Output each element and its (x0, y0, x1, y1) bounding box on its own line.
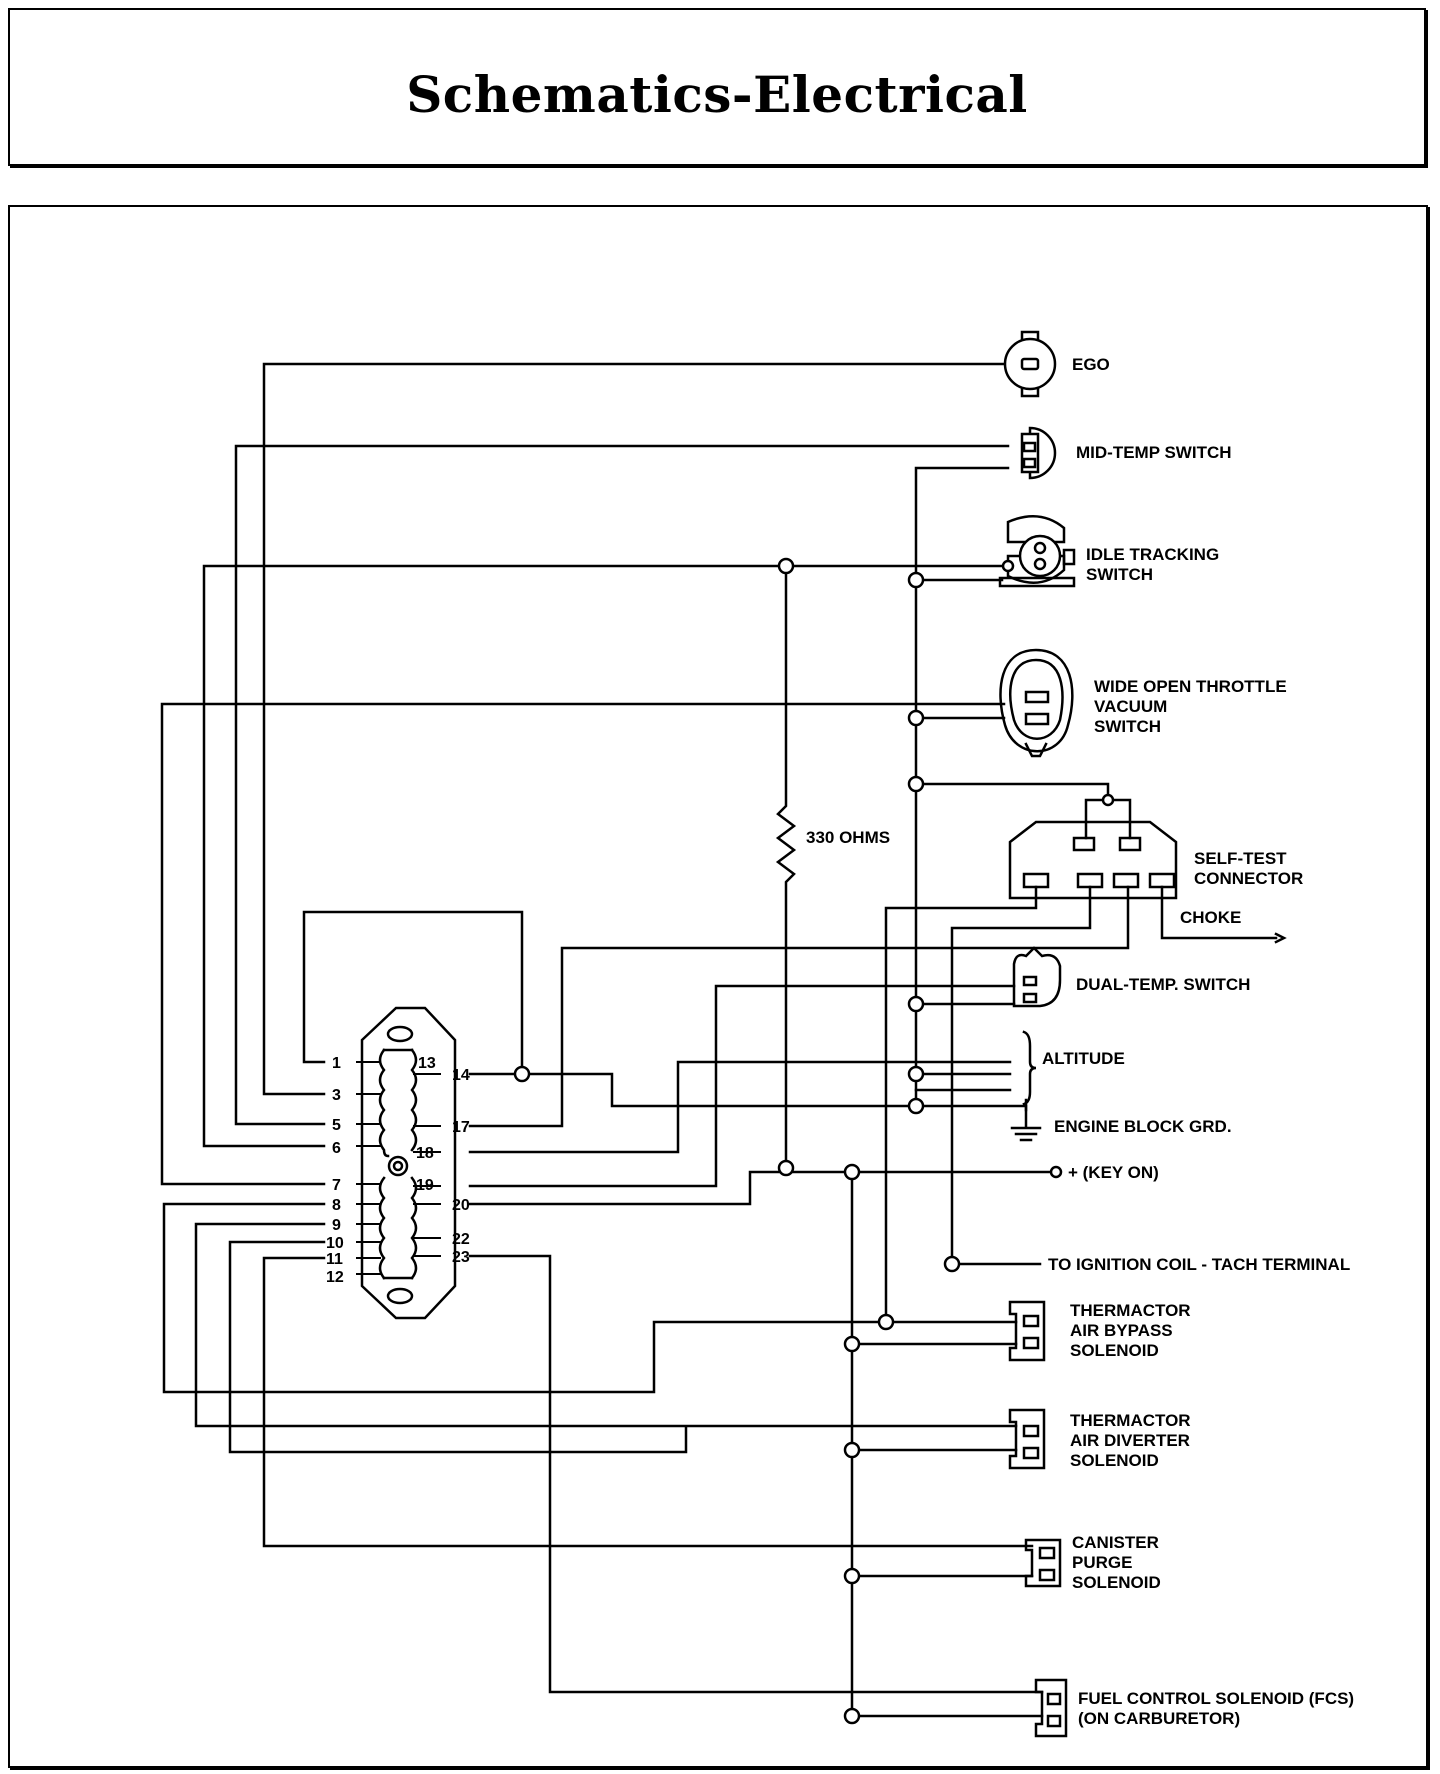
pin-8: 8 (332, 1197, 341, 1214)
air-diverter-solenoid (1008, 1408, 1046, 1470)
page-title: Schematics-Electrical (406, 65, 1028, 124)
label-key-on: + (KEY ON) (1068, 1163, 1159, 1182)
label-bypass-3: SOLENOID (1070, 1341, 1159, 1360)
label-idle-tracking-1: IDLE TRACKING (1086, 545, 1219, 564)
label-mid-temp: MID-TEMP SWITCH (1076, 443, 1232, 462)
pin-13: 13 (418, 1055, 436, 1072)
pin-5: 5 (332, 1117, 341, 1134)
label-self-test-1: SELF-TEST (1194, 849, 1287, 868)
title-box: Schematics-Electrical (8, 8, 1426, 166)
label-choke: CHOKE (1180, 908, 1241, 927)
ground-symbol (1010, 1098, 1042, 1142)
pin-9: 9 (332, 1217, 341, 1234)
label-fcs-2: (ON CARBURETOR) (1078, 1709, 1240, 1728)
label-canister-1: CANISTER (1072, 1533, 1159, 1552)
pin-14: 14 (452, 1067, 470, 1084)
pin-12: 12 (326, 1269, 344, 1286)
pin-20: 20 (452, 1197, 470, 1214)
pin-10: 10 (326, 1235, 344, 1252)
pin-7: 7 (332, 1177, 341, 1194)
junctions (513, 557, 1115, 1725)
label-idle-tracking-2: SWITCH (1086, 565, 1153, 584)
mid-temp-switch (1020, 426, 1057, 480)
label-wot-1: WIDE OPEN THROTTLE (1094, 677, 1287, 696)
pin-17: 17 (452, 1119, 470, 1136)
ego-sensor (1003, 330, 1057, 398)
wiring (160, 362, 1287, 1718)
pin-3: 3 (332, 1087, 341, 1104)
label-diverter-2: AIR DIVERTER (1070, 1431, 1190, 1450)
label-ignition: TO IGNITION COIL - TACH TERMINAL (1048, 1255, 1350, 1274)
pin-6: 6 (332, 1140, 341, 1157)
wot-vacuum-switch (999, 648, 1074, 758)
altitude-brace (1022, 1030, 1037, 1106)
label-wot-3: SWITCH (1094, 717, 1161, 736)
label-diverter-3: SOLENOID (1070, 1451, 1159, 1470)
label-fcs-1: FUEL CONTROL SOLENOID (FCS) (1078, 1689, 1354, 1708)
ecu-module (360, 1006, 457, 1320)
pin-11: 11 (326, 1251, 343, 1268)
label-altitude: ALTITUDE (1042, 1049, 1125, 1068)
label-canister-2: PURGE (1072, 1553, 1132, 1572)
idle-tracking-switch (998, 515, 1076, 588)
pin-19: 19 (416, 1177, 434, 1194)
air-bypass-solenoid (1008, 1300, 1046, 1362)
label-bypass-1: THERMACTOR (1070, 1301, 1191, 1320)
pin-18: 18 (416, 1145, 434, 1162)
pin-23: 23 (452, 1249, 470, 1266)
resistor-330 (775, 568, 797, 1174)
self-test-connector (1008, 820, 1178, 900)
label-self-test-2: CONNECTOR (1194, 869, 1303, 888)
label-wot-2: VACUUM (1094, 697, 1167, 716)
diagram-frame (8, 205, 1428, 1768)
pin-1: 1 (332, 1055, 341, 1072)
label-ego: EGO (1072, 355, 1110, 374)
label-resistor: 330 OHMS (806, 828, 890, 847)
label-bypass-2: AIR BYPASS (1070, 1321, 1173, 1340)
pin-22: 22 (452, 1231, 470, 1248)
label-canister-3: SOLENOID (1072, 1573, 1161, 1592)
fcs-solenoid (1034, 1678, 1068, 1738)
dual-temp-switch (1012, 946, 1062, 1008)
label-diverter-1: THERMACTOR (1070, 1411, 1191, 1430)
label-dual-temp: DUAL-TEMP. SWITCH (1076, 975, 1250, 994)
label-ground: ENGINE BLOCK GRD. (1054, 1117, 1232, 1136)
